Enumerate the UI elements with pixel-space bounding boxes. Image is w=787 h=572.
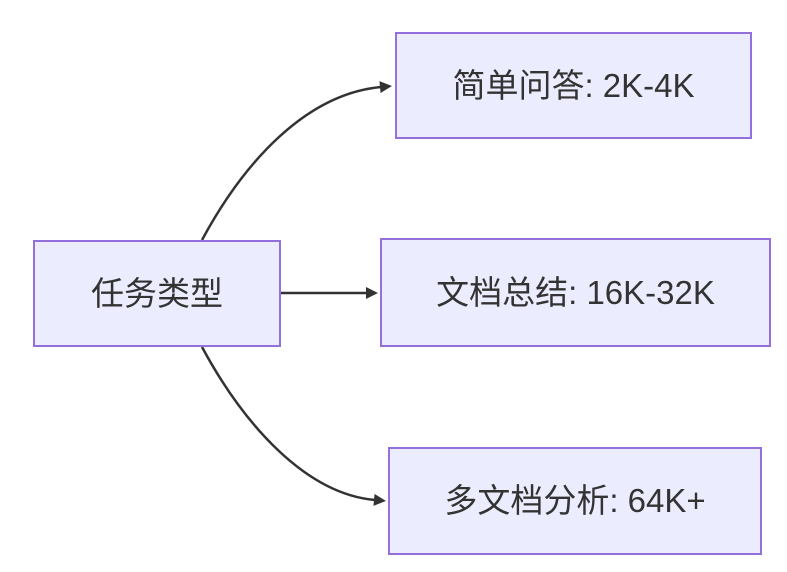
edge-task-type-to-simple-qa — [200, 81, 392, 241]
node-task-type-label: 任务类型 — [91, 274, 223, 312]
node-simple-qa-label: 简单问答: 2K-4K — [452, 66, 695, 104]
node-simple-qa: 简单问答: 2K-4K — [395, 32, 752, 139]
node-doc-summary-label: 文档总结: 16K-32K — [436, 273, 715, 311]
node-doc-summary: 文档总结: 16K-32K — [380, 238, 771, 347]
edge-task-type-to-multi-doc — [200, 346, 386, 506]
node-multi-doc-label: 多文档分析: 64K+ — [444, 482, 706, 520]
node-multi-doc: 多文档分析: 64K+ — [388, 447, 762, 555]
node-task-type: 任务类型 — [33, 240, 281, 347]
